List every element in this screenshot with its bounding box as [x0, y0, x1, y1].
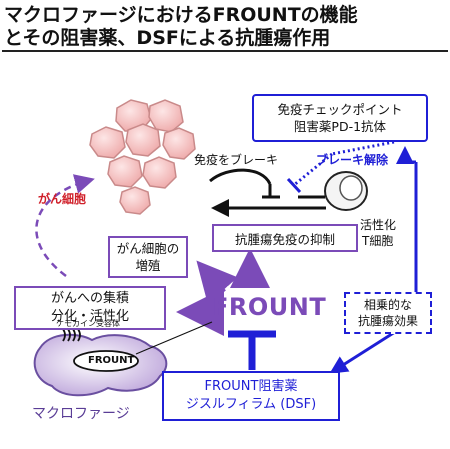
- title-line-1: マクロファージにおけるFROUNTの機能: [4, 4, 358, 26]
- t-cell: [324, 171, 368, 211]
- dsf-line-2: ジスルフィラム (DSF): [185, 397, 317, 412]
- accumulation-box: がんへの集積 分化・活性化: [14, 286, 166, 330]
- checkpoint-line-2: 阻害薬PD-1抗体: [293, 119, 387, 134]
- dsf-box: FROUNT阻害薬 ジスルフィラム (DSF): [162, 371, 340, 421]
- synergy-line-2: 抗腫瘍効果: [357, 314, 418, 328]
- title-underline: [2, 50, 448, 52]
- title-line-2: とその阻害薬、DSFによる抗腫瘍作用: [4, 27, 331, 49]
- cancer-cell-label: がん細胞: [38, 192, 87, 206]
- antitumor-suppression-box: 抗腫瘍免疫の抑制: [212, 224, 358, 252]
- dsf-line-1: FROUNT阻害薬: [204, 379, 298, 394]
- brake-label: 免疫をブレーキ: [194, 153, 279, 167]
- t-cell-label-1: 活性化: [360, 218, 397, 232]
- checkpoint-line-1: 免疫チェックポイント: [277, 102, 403, 117]
- frount-small-label: FROUNT: [88, 355, 135, 366]
- proliferation-line-1: がん細胞の: [116, 241, 180, 256]
- synergy-line-1: 相乗的な: [363, 298, 412, 312]
- proliferation-line-2: 増殖: [135, 258, 161, 273]
- brake-release-label: ブレーキ解除: [316, 153, 389, 167]
- macrophage-label: マクロファージ: [32, 406, 130, 422]
- proliferation-box: がん細胞の 増殖: [108, 236, 188, 278]
- checkpoint-inhibitor-box: 免疫チェックポイント 阻害薬PD-1抗体: [252, 94, 428, 142]
- accumulation-line-1: がんへの集積: [50, 291, 129, 306]
- t-cell-label-2: T細胞: [362, 234, 394, 248]
- antitumor-label: 抗腫瘍免疫の抑制: [234, 231, 335, 247]
- receptor-label: ケモカイン受容体: [56, 319, 120, 328]
- synergy-box: 相乗的な 抗腫瘍効果: [344, 292, 432, 334]
- cancer-cell-cluster: [89, 99, 196, 215]
- accumulation-line-2: 分化・活性化: [50, 309, 129, 324]
- frount-big-label: FROUNT: [212, 293, 327, 321]
